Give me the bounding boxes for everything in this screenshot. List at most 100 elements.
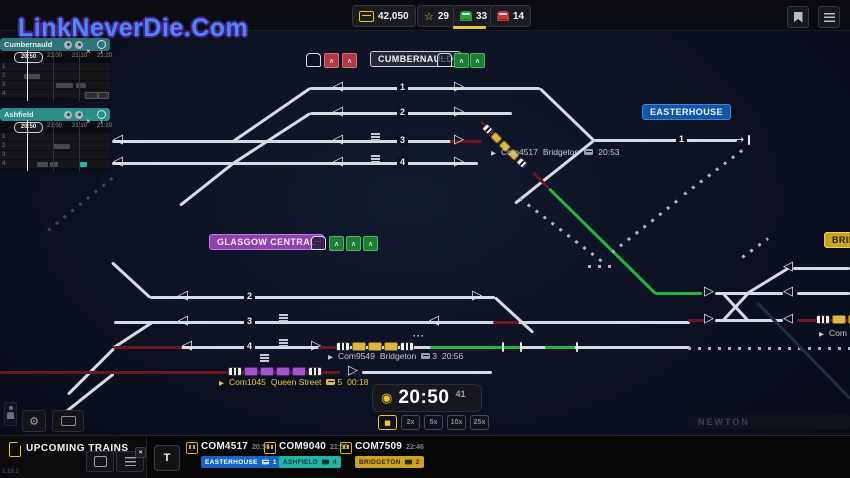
signal-icon[interactable] — [331, 80, 345, 94]
gear-icon: ⚙ — [29, 414, 39, 428]
signal-icon[interactable] — [781, 312, 795, 326]
station-platform-shape — [688, 415, 850, 429]
schedule-row[interactable]: 3 — [0, 81, 110, 89]
timeline-header: 20:50 21:00 21:10 21:20 — [0, 121, 112, 133]
platform-number: 4 — [397, 156, 409, 168]
signal-icon[interactable] — [309, 339, 323, 353]
panel-header[interactable]: Ashfield — [0, 108, 110, 121]
pin-icon[interactable] — [75, 110, 83, 119]
stop-marker — [260, 354, 269, 356]
signal-icon[interactable] — [111, 155, 125, 169]
save-button[interactable] — [787, 6, 809, 28]
expand-button[interactable]: ∧ — [363, 236, 378, 251]
menu-icon — [823, 12, 835, 22]
destination-badge: ASHFIELD 4 — [279, 456, 341, 468]
stop-marker — [279, 314, 288, 316]
signal-icon[interactable] — [781, 260, 795, 274]
timetable-button[interactable]: T — [154, 445, 180, 471]
route-dots: ··· — [413, 331, 425, 341]
signal-icon[interactable] — [346, 364, 360, 378]
train-com1045[interactable] — [228, 367, 322, 376]
settings-button[interactable]: ⚙ — [22, 410, 46, 432]
speed-button[interactable]: 5x — [424, 415, 443, 430]
pin-icon[interactable] — [75, 40, 83, 49]
signal-icon[interactable] — [452, 105, 466, 119]
schedule-row[interactable]: 3 — [0, 151, 110, 159]
signal-icon[interactable] — [781, 285, 795, 299]
schedule-row[interactable]: 4 — [0, 90, 110, 99]
depot-icon[interactable]: ··· — [311, 236, 326, 250]
station-label-glasgow-central[interactable]: Glasgow Central — [209, 234, 324, 250]
track-segment — [114, 321, 690, 324]
contractor-icon[interactable] — [4, 402, 17, 426]
speed-button[interactable]: 25x — [470, 415, 489, 430]
pause-button[interactable] — [378, 415, 397, 430]
card-view-button[interactable] — [86, 451, 114, 472]
signal-icon[interactable] — [702, 285, 716, 299]
signal-icon[interactable] — [176, 314, 190, 328]
train-right-edge[interactable] — [816, 315, 850, 324]
schedule-row[interactable]: 4 — [0, 160, 110, 168]
signal-icon[interactable] — [452, 155, 466, 169]
train-label[interactable]: Com1045 Queen Street 5 00:18 — [219, 377, 368, 387]
station-label-bridgeton[interactable]: Bridgeton — [824, 232, 850, 248]
schedule-row[interactable]: 1 — [0, 63, 110, 71]
signal-icon[interactable] — [111, 133, 125, 147]
record-icon[interactable] — [64, 40, 72, 49]
train-com9549[interactable] — [336, 342, 414, 351]
train-icon — [584, 149, 594, 155]
expand-button[interactable]: ∧ — [454, 53, 469, 68]
close-icon[interactable] — [86, 41, 94, 49]
train-label[interactable]: Com9549 Bridgeton 3 20:56 — [328, 351, 463, 361]
panel-title: Cumbernauld — [4, 40, 53, 49]
depot-icon[interactable]: ··· — [437, 53, 452, 67]
ticket-button[interactable] — [52, 410, 84, 432]
track-segment — [538, 87, 595, 142]
schedule-row[interactable]: 2 — [0, 72, 110, 80]
buffer-stop — [748, 135, 750, 145]
menu-button[interactable] — [818, 6, 840, 28]
clear-filter-badge[interactable]: × — [135, 447, 146, 458]
record-icon[interactable] — [64, 110, 72, 119]
signal-icon[interactable] — [180, 339, 194, 353]
speed-button[interactable]: 2x — [401, 415, 420, 430]
panel-header[interactable]: Cumbernauld — [0, 38, 110, 51]
station-label-easterhouse[interactable]: Easterhouse — [642, 104, 731, 120]
platform-number: 3 — [397, 134, 409, 146]
track-segment — [232, 112, 311, 165]
expand-icon[interactable] — [97, 40, 106, 49]
expand-button[interactable]: ∧ — [329, 236, 344, 251]
platform-number: 2 — [244, 290, 256, 302]
expand-button[interactable]: ∧ — [470, 53, 485, 68]
dotted-track — [741, 237, 769, 259]
schedule-row[interactable]: 2 — [0, 142, 110, 150]
track-segment — [112, 162, 478, 165]
train-label[interactable]: Com — [819, 328, 847, 338]
collapse-button[interactable]: ∧ — [342, 53, 357, 68]
schedule-rows[interactable]: 1 2 3 4 — [0, 63, 110, 101]
signal-icon[interactable] — [427, 314, 441, 328]
schedule-rows[interactable]: 1 2 3 4 — [0, 133, 110, 171]
train-label[interactable]: Com4517 Bridgeton 20:53 — [491, 147, 620, 157]
close-icon[interactable] — [86, 111, 94, 119]
expand-icon[interactable] — [97, 110, 106, 119]
signal-icon[interactable] — [176, 289, 190, 303]
depot-icon[interactable] — [306, 53, 321, 67]
collapse-button[interactable]: ∧ — [324, 53, 339, 68]
signal-icon[interactable] — [331, 133, 345, 147]
speed-button[interactable]: 10x — [447, 415, 466, 430]
platform-number: 2 — [397, 106, 409, 118]
signal-icon[interactable] — [452, 133, 466, 147]
occupied-track — [0, 371, 340, 374]
schedule-row[interactable]: 1 — [0, 133, 110, 141]
signal-icon[interactable] — [331, 105, 345, 119]
expand-button[interactable]: ∧ — [346, 236, 361, 251]
current-time-line — [27, 120, 28, 171]
watermark: LinkNeverDie.Com — [18, 14, 249, 42]
signal-icon[interactable] — [331, 155, 345, 169]
clock-panel: ◉ 20:50 41 — [372, 384, 482, 412]
signal-icon[interactable] — [470, 289, 484, 303]
signal-icon[interactable] — [702, 312, 716, 326]
signal-icon[interactable] — [452, 80, 466, 94]
schedule-panel-ashfield: Ashfield 20:50 21:00 21:10 21:20 1 2 3 4 — [0, 108, 112, 171]
